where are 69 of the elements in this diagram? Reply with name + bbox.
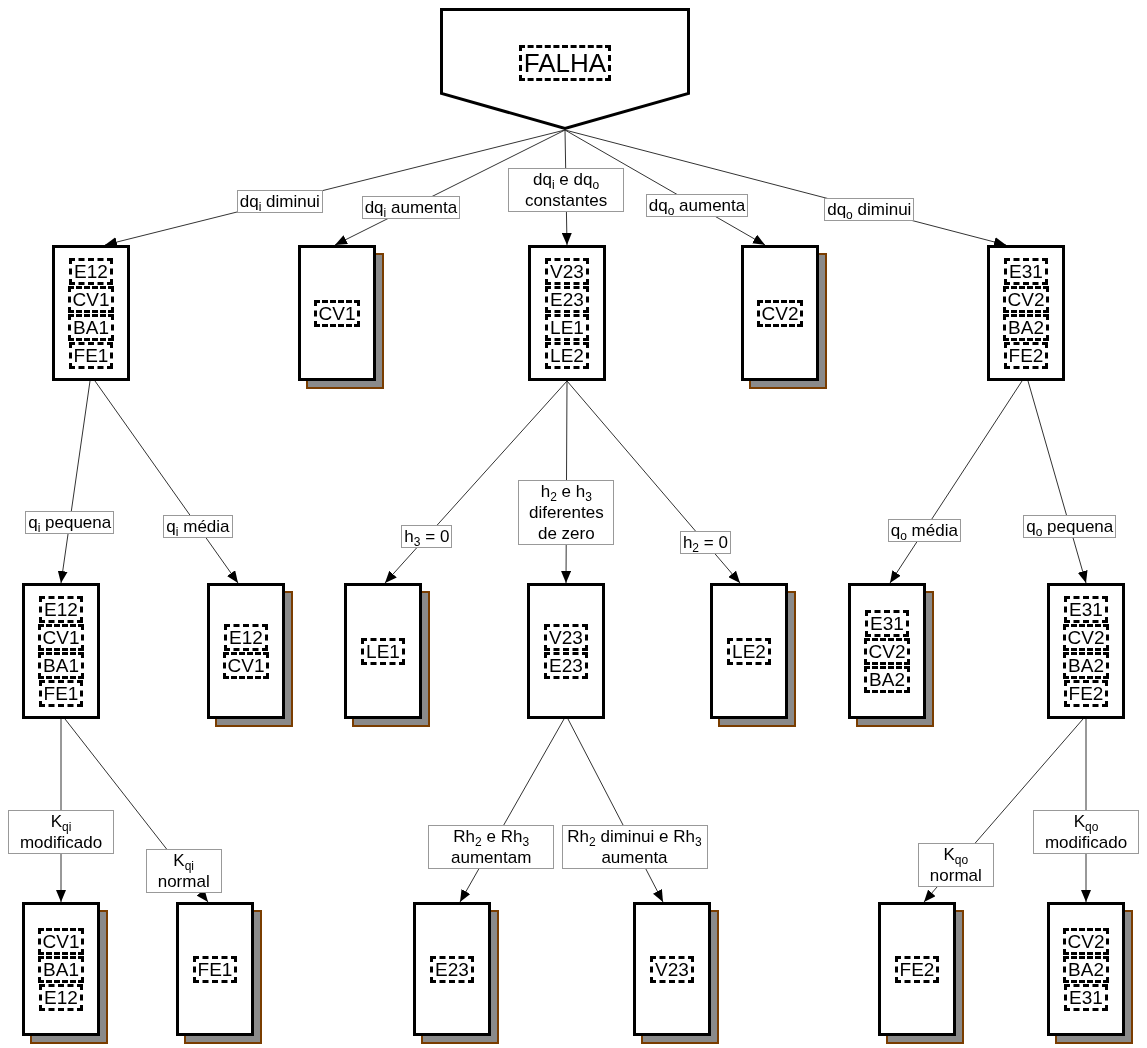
- component-code: E31: [1064, 983, 1108, 1011]
- component-code: E12: [69, 257, 113, 285]
- edge-label: dq$_{i}$ aumenta: [361, 195, 461, 219]
- component-code: V23: [544, 623, 588, 651]
- leaf-box: [1047, 902, 1133, 1044]
- component-code: E23: [544, 651, 588, 679]
- leaf-box: [710, 583, 796, 727]
- edge-label: h$_{2}$ = 0: [679, 531, 731, 555]
- arrow: [94, 380, 239, 584]
- component-code: LE2: [545, 341, 589, 369]
- edge-label: q$_{i}$ pequena: [25, 510, 115, 534]
- decision-box: [52, 245, 130, 381]
- component-code: LE2: [727, 637, 771, 665]
- leaf-box: [878, 902, 964, 1044]
- decision-box: [528, 245, 606, 381]
- leaf-box: [298, 245, 384, 389]
- edge-label: dq$_{i}$ e dq$_{o}$ constantes: [508, 167, 625, 212]
- component-code: E31: [1004, 257, 1048, 285]
- edge-label: K$_{qo}$ normal: [917, 843, 994, 888]
- component-code: BA2: [1063, 955, 1109, 983]
- component-code: E31: [865, 609, 909, 637]
- component-code: E31: [1064, 595, 1108, 623]
- edge-label: h$_{3}$ = 0: [401, 525, 453, 549]
- decision-box: [22, 583, 100, 719]
- component-code: BA1: [68, 313, 114, 341]
- arrow: [57, 380, 91, 584]
- component-code: BA1: [38, 955, 84, 983]
- edge-label: h$_{2}$ e h$_{3}$ diferentes de zero: [518, 479, 615, 545]
- edge-label: dq$_{i}$ diminui: [236, 189, 323, 213]
- component-code: E23: [545, 285, 589, 313]
- component-code: E23: [430, 955, 474, 983]
- decision-box: [527, 583, 605, 719]
- arrow: [566, 380, 741, 584]
- arrow: [1027, 380, 1088, 584]
- component-code: E12: [39, 983, 83, 1011]
- edge-label: K$_{qi}$ normal: [145, 848, 222, 893]
- component-code: E12: [224, 623, 268, 651]
- edge-label: q$_{i}$ média: [163, 514, 233, 538]
- leaf-box: [741, 245, 827, 389]
- arrow: [384, 380, 568, 584]
- component-code: BA2: [1063, 651, 1109, 679]
- arrow: [889, 380, 1023, 584]
- title-text: FALHA: [518, 44, 612, 81]
- edge-label: Rh$_{2}$ e Rh$_{3}$ aumentam: [428, 825, 555, 870]
- component-code: LE1: [545, 313, 589, 341]
- leaf-box: [413, 902, 499, 1044]
- component-code: BA2: [1003, 313, 1049, 341]
- root-pentagon: [440, 8, 690, 130]
- edge-label: q$_{o}$ pequena: [1023, 514, 1117, 538]
- component-code: BA1: [38, 651, 84, 679]
- leaf-box: [344, 583, 430, 727]
- leaf-box: [207, 583, 293, 727]
- leaf-box: [633, 902, 719, 1044]
- component-code: BA2: [864, 665, 910, 693]
- edge-label: Rh$_{2}$ diminui e Rh$_{3}$ aumenta: [561, 825, 708, 870]
- edge-label: dq$_{o}$ diminui: [824, 197, 915, 221]
- edge-label: K$_{qo}$ modificado: [1033, 810, 1139, 855]
- component-code: LE1: [361, 637, 405, 665]
- edge-label: q$_{o}$ média: [887, 518, 961, 542]
- component-code: E12: [39, 595, 83, 623]
- edge-label: K$_{qi}$ modificado: [8, 810, 114, 855]
- edge-label: dq$_{o}$ aumenta: [645, 194, 749, 218]
- decision-box: [987, 245, 1065, 381]
- decision-box: [1047, 583, 1125, 719]
- leaf-box: [176, 902, 262, 1044]
- leaf-box: [22, 902, 108, 1044]
- leaf-box: [848, 583, 934, 727]
- component-code: V23: [545, 257, 589, 285]
- component-code: V23: [650, 955, 694, 983]
